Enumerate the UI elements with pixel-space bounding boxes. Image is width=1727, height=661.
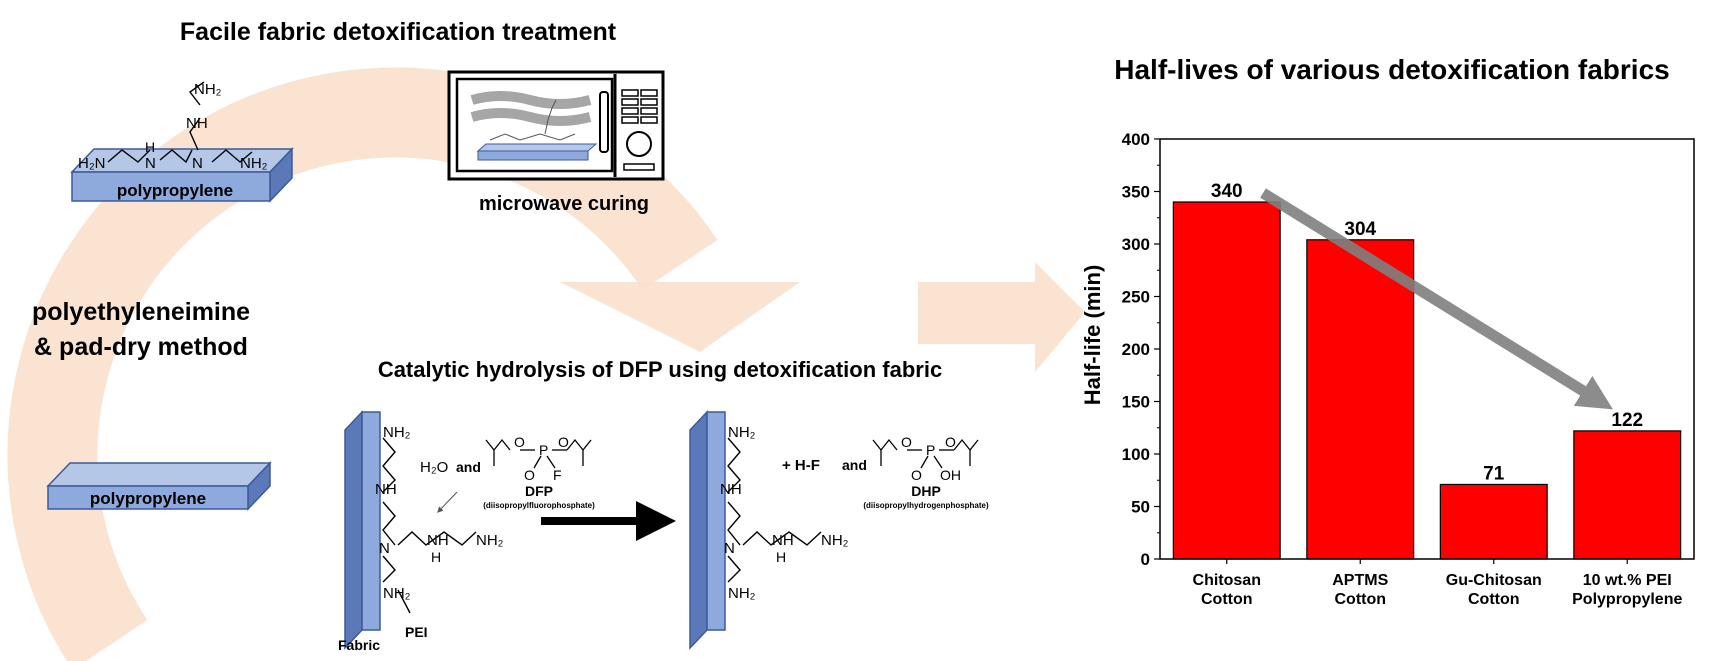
chem-o-3: O [524,467,535,483]
chem-nh2-bottom: NH₂ [728,585,756,602]
x-tick-label: Chitosan [1193,572,1261,589]
chem-n: N [379,540,390,557]
substrate-label-top: polypropylene [117,181,233,200]
y-tick-label: 300 [1122,235,1150,254]
x-tick-label: 10 wt.% PEI [1583,572,1672,589]
chem-nh-branch: NH [772,532,794,549]
chem-h2n: H₂N [78,155,106,172]
chem-nh2-branch: NH₂ [476,532,504,549]
y-tick-label: 50 [1131,498,1150,517]
dfp-full-name: (diisopropylfluorophosphate) [483,501,595,510]
diagram-title: Facile fabric detoxification treatment [180,18,617,46]
x-tick-label: Gu-Chitosan [1446,572,1542,589]
x-tick-label: Cotton [1334,591,1386,608]
chem-nh2-branch: NH₂ [821,532,849,549]
y-tick-label: 200 [1122,340,1150,359]
bar [1306,239,1415,560]
chem-oh: OH [940,467,961,483]
y-tick-label: 400 [1122,130,1150,149]
chem-nh: NH [186,115,208,132]
half-life-bar-chart: Half-lives of various detoxification fab… [1080,54,1695,608]
dfp-label: DFP [525,483,553,499]
y-tick-label: 350 [1122,183,1150,202]
y-tick-label: 150 [1122,393,1150,412]
y-tick-label: 250 [1122,288,1150,307]
data-label: 340 [1211,181,1243,202]
chem-p: P [539,442,548,458]
chem-p: P [926,442,935,458]
chem-o-2: O [945,434,956,450]
chem-o-3: O [911,467,922,483]
plot-frame [1159,138,1695,560]
pei-coated-polypropylene: polypropylene H₂N N NH NH₂ NH₂ H N [70,81,294,203]
chem-f: F [553,467,562,483]
fabric-label: Fabric [338,637,380,653]
chem-nh2-top: NH₂ [194,81,222,98]
chem-nh: NH [375,481,397,498]
products: + H-F and O P O O OH DHP (diisopropylhyd… [782,434,989,510]
dfp-structure [485,438,592,469]
y-tick-label: 0 [1141,550,1150,569]
chem-h: H [145,139,155,155]
and-label-2: and [842,457,867,473]
pei-fabric-before: NH₂ NH N NH H NH₂ NH₂ Fabric PEI [338,410,504,653]
chem-nh: NH [720,481,742,498]
to-chart-flow-arrow [918,262,1085,372]
y-axis-label: Half-life (min) [1080,265,1105,406]
dhp-full-name: (diisopropylhydrogenphosphate) [863,501,989,510]
method-label-line2: & pad-dry method [34,333,248,361]
data-label: 71 [1483,463,1505,484]
x-tick-label: Cotton [1468,591,1520,608]
chem-nh-branch: NH [427,532,449,549]
chem-n: N [192,155,203,172]
bar [1439,483,1548,560]
chem-o-2: O [558,434,569,450]
dhp-label: DHP [911,483,941,499]
and-label: and [456,459,481,475]
data-label: 122 [1611,410,1643,431]
chem-h: H [431,549,441,565]
pei-structure [107,81,253,164]
chem-nh2: NH₂ [728,424,756,441]
bar [1573,430,1682,560]
pei-label: PEI [405,624,428,640]
reactants: H₂O and O P O O F DFP (diisopropylfluoro… [420,434,595,513]
hf-label: + H-F [782,457,820,474]
x-tick-label: Cotton [1201,591,1253,608]
microwave-oven-icon [447,70,665,181]
chem-n-2: N [145,155,156,172]
chem-nh2: NH₂ [240,155,268,172]
trend-arrow [1260,188,1613,410]
chem-o: O [514,434,525,450]
y-tick-label: 100 [1122,445,1150,464]
method-label-line1: polyethyleneimine [32,298,250,326]
chem-h: H [776,549,786,565]
attack-arrow [437,491,458,513]
pei-fabric-after: NH₂ NH N NH H NH₂ NH₂ [689,410,849,650]
x-tick-label: APTMS [1332,572,1388,589]
catalytic-title: Catalytic hydrolysis of DFP using detoxi… [378,357,942,382]
chart-title: Half-lives of various detoxification fab… [1114,54,1669,85]
microwave-label: microwave curing [479,193,649,215]
substrate-label: polypropylene [90,489,206,508]
x-tick-label: Polypropylene [1572,591,1682,608]
chem-nh2: NH₂ [383,424,411,441]
circular-flow-head [560,282,800,352]
bar [1172,201,1281,560]
chem-nh2-bottom: NH₂ [383,585,411,602]
chem-o: O [901,434,912,450]
dhp-structure [872,438,979,469]
water-label: H₂O [420,459,448,476]
chem-n: N [724,540,735,557]
plain-polypropylene: polypropylene [46,461,272,511]
data-label: 304 [1344,219,1376,240]
